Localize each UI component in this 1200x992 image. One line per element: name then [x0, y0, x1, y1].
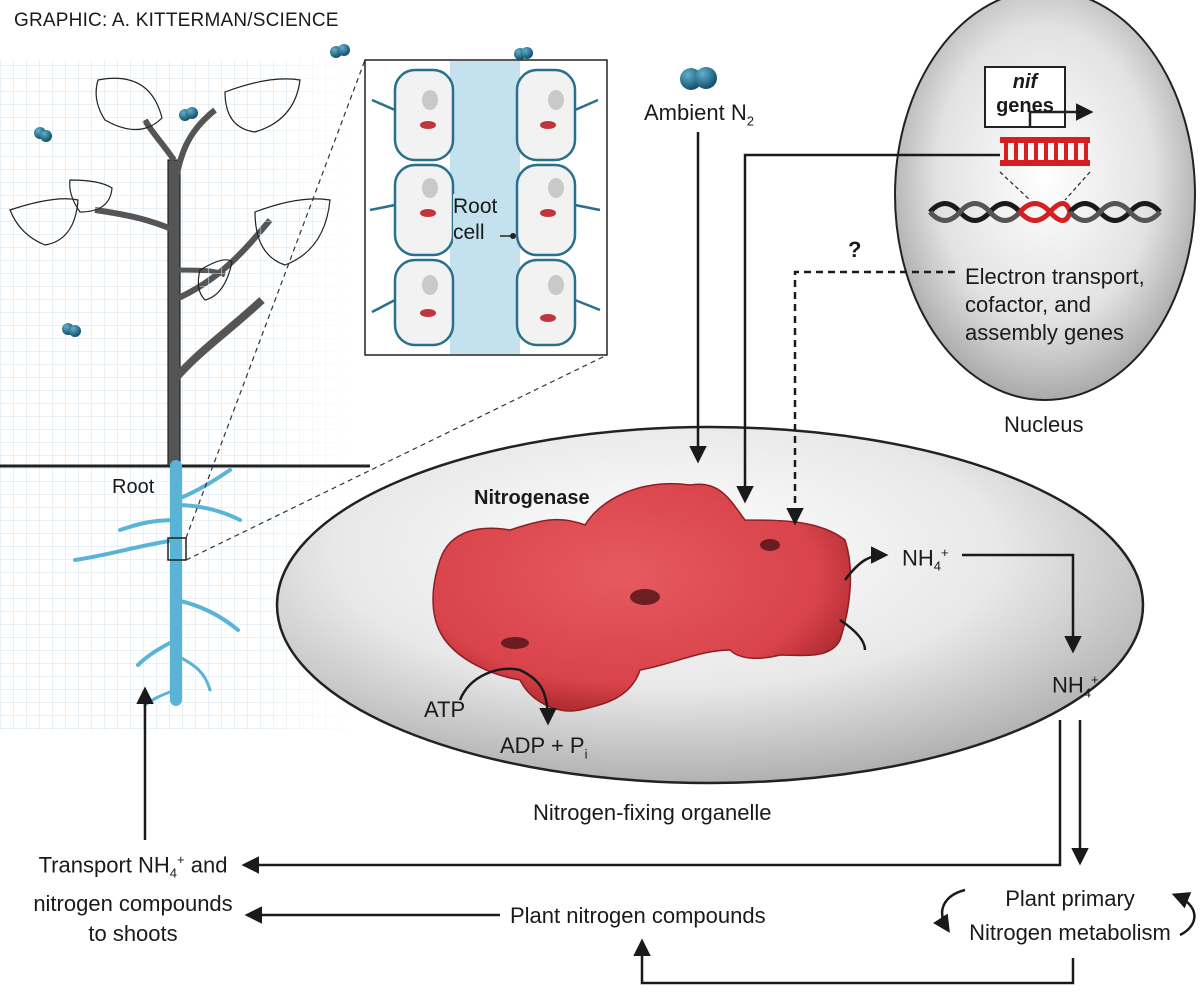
plant-nitrogen-compounds-label: Plant nitrogen compounds — [510, 903, 766, 928]
transport-label: Transport NH4+ and nitrogen compounds to… — [33, 852, 233, 946]
question-mark: ? — [848, 237, 862, 262]
flow-arrows — [136, 132, 1196, 985]
plant-leaves — [9, 77, 331, 301]
nh4-cytosol-label: NH4+ — [1052, 672, 1099, 701]
primary-metabolism-label: Plant primary Nitrogen metabolism — [969, 886, 1171, 945]
plant-shoot — [94, 107, 273, 467]
adp-label: ADP + Pi — [500, 733, 588, 762]
nucleus-label: Nucleus — [1004, 412, 1084, 437]
n2-molecules — [34, 44, 717, 337]
nitrogenase-label: Nitrogenase — [474, 487, 590, 509]
root-label: Root — [112, 476, 155, 498]
nif-genes-label: nif genes — [996, 71, 1054, 117]
root-zoom-box — [167, 537, 187, 561]
electron-transport-label: Electron transport, cofactor, and assemb… — [965, 264, 1145, 345]
ambient-n2-label: Ambient N2 — [644, 100, 754, 129]
ambient-n2-molecule — [680, 67, 717, 90]
dna-helix — [928, 201, 1162, 223]
nh4-organelle-label: NH4+ — [902, 545, 949, 574]
atp-label: ATP — [424, 697, 466, 722]
graphic-credit: GRAPHIC: A. KITTERMAN/SCIENCE — [14, 10, 339, 31]
root-cell-label: Root cell — [453, 194, 498, 246]
nucleus — [894, 0, 1196, 401]
organelle-label: Nitrogen-fixing organelle — [533, 800, 772, 825]
